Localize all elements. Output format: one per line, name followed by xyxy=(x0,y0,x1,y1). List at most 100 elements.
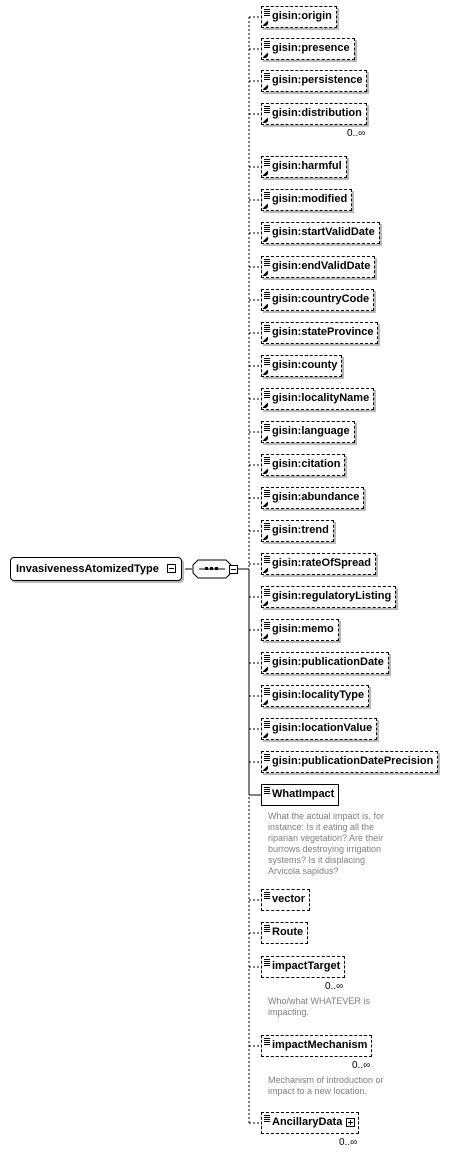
element-gisin-endvaliddate[interactable]: gisin:endValidDate xyxy=(261,256,376,278)
element-gisin-trend[interactable]: gisin:trend xyxy=(261,520,334,542)
element-gisin-locationvalue[interactable]: gisin:locationValue xyxy=(261,718,378,740)
element-label: gisin:language xyxy=(272,425,350,437)
root-type-label: InvasivenessAtomizedType xyxy=(16,563,159,575)
element-label: gisin:rateOfSpread xyxy=(272,557,372,569)
expand-plus-icon[interactable] xyxy=(346,1118,356,1127)
element-gisin-memo[interactable]: gisin:memo xyxy=(261,619,339,641)
reference-arrow-icon xyxy=(263,337,268,342)
element-lines-icon xyxy=(264,73,270,81)
element-lines-icon xyxy=(264,325,270,333)
element-lines-icon xyxy=(264,391,270,399)
element-label: AncillaryData xyxy=(272,1116,343,1128)
element-label: gisin:memo xyxy=(272,623,334,635)
element-gisin-publicationdateprecision[interactable]: gisin:publicationDatePrecision xyxy=(261,751,439,773)
element-lines-icon xyxy=(264,106,270,114)
element-lines-icon xyxy=(264,490,270,498)
element-lines-icon xyxy=(264,225,270,233)
element-lines-icon xyxy=(264,622,270,630)
element-lines-icon xyxy=(264,159,270,167)
element-gisin-harmful[interactable]: gisin:harmful xyxy=(261,156,347,178)
reference-arrow-icon xyxy=(263,601,268,606)
reference-arrow-icon xyxy=(263,766,268,771)
reference-arrow-icon xyxy=(263,667,268,672)
element-vector[interactable]: vector xyxy=(261,889,311,911)
element-gisin-startvaliddate[interactable]: gisin:startValidDate xyxy=(261,222,380,244)
element-label: gisin:regulatoryListing xyxy=(272,590,392,602)
element-label: gisin:localityName xyxy=(272,392,370,404)
element-label: impactMechanism xyxy=(272,1039,368,1051)
element-label: gisin:modified xyxy=(272,193,348,205)
element-lines-icon xyxy=(264,424,270,432)
element-label: gisin:stateProvince xyxy=(272,326,374,338)
reference-arrow-icon xyxy=(263,535,268,540)
element-label: impactTarget xyxy=(272,960,341,972)
element-label: gisin:harmful xyxy=(272,160,342,172)
element-gisin-localityname[interactable]: gisin:localityName xyxy=(261,388,375,410)
element-gisin-persistence[interactable]: gisin:persistence xyxy=(261,70,368,92)
element-lines-icon xyxy=(264,556,270,564)
sequence-icon xyxy=(192,559,232,579)
element-label: gisin:endValidDate xyxy=(272,260,371,272)
cardinality-label: 0..∞ xyxy=(347,128,366,139)
element-whatimpact[interactable]: WhatImpact xyxy=(261,784,340,806)
element-lines-icon xyxy=(264,523,270,531)
documentation-text: Mechanism of introduction or impact to a… xyxy=(268,1075,384,1096)
element-gisin-countrycode[interactable]: gisin:countryCode xyxy=(261,289,375,311)
element-label: gisin:trend xyxy=(272,524,329,536)
element-label: gisin:county xyxy=(272,359,338,371)
root-type-box[interactable]: InvasivenessAtomizedType xyxy=(10,557,182,581)
element-ancillarydata[interactable]: AncillaryData xyxy=(261,1112,360,1134)
documentation-text: Who/what WHATEVER is impacting. xyxy=(268,996,370,1017)
element-gisin-rateofspread[interactable]: gisin:rateOfSpread xyxy=(261,553,377,575)
element-label: gisin:publicationDatePrecision xyxy=(272,755,434,767)
reference-arrow-icon xyxy=(263,85,268,90)
element-gisin-origin[interactable]: gisin:origin xyxy=(261,6,337,28)
sequence-collapse-icon[interactable] xyxy=(229,565,238,574)
element-lines-icon xyxy=(264,754,270,762)
reference-arrow-icon xyxy=(263,237,268,242)
reference-arrow-icon xyxy=(263,733,268,738)
reference-arrow-icon xyxy=(263,21,268,26)
element-label: vector xyxy=(272,893,306,905)
element-label: gisin:locationValue xyxy=(272,722,373,734)
element-impacttarget[interactable]: impactTarget xyxy=(261,956,350,982)
reference-arrow-icon xyxy=(263,171,268,176)
element-lines-icon xyxy=(264,925,270,933)
reference-arrow-icon xyxy=(263,370,268,375)
element-gisin-modified[interactable]: gisin:modified xyxy=(261,189,353,211)
element-gisin-stateprovince[interactable]: gisin:stateProvince xyxy=(261,322,379,344)
element-lines-icon xyxy=(264,688,270,696)
element-label: gisin:publicationDate xyxy=(272,656,384,668)
sequence-compositor[interactable] xyxy=(192,559,232,579)
element-lines-icon xyxy=(264,655,270,663)
reference-arrow-icon xyxy=(263,436,268,441)
element-gisin-abundance[interactable]: gisin:abundance xyxy=(261,487,365,509)
element-label: gisin:origin xyxy=(272,10,332,22)
element-gisin-regulatorylisting[interactable]: gisin:regulatoryListing xyxy=(261,586,397,608)
element-gisin-publicationdate[interactable]: gisin:publicationDate xyxy=(261,652,389,674)
element-gisin-county[interactable]: gisin:county xyxy=(261,355,343,377)
element-label: gisin:abundance xyxy=(272,491,360,503)
element-gisin-presence[interactable]: gisin:presence xyxy=(261,38,355,60)
element-label: gisin:startValidDate xyxy=(272,226,375,238)
element-lines-icon xyxy=(264,589,270,597)
cardinality-label: 0..∞ xyxy=(325,981,344,992)
reference-arrow-icon xyxy=(263,634,268,639)
reference-arrow-icon xyxy=(263,403,268,408)
element-lines-icon xyxy=(264,1115,270,1123)
element-gisin-citation[interactable]: gisin:citation xyxy=(261,454,346,476)
element-lines-icon xyxy=(264,1038,270,1046)
element-lines-icon xyxy=(264,959,270,967)
root-collapse-icon[interactable] xyxy=(166,564,176,573)
reference-arrow-icon xyxy=(263,304,268,309)
element-label: gisin:persistence xyxy=(272,74,363,86)
reference-arrow-icon xyxy=(263,204,268,209)
element-gisin-localitytype[interactable]: gisin:localityType xyxy=(261,685,370,707)
element-gisin-distribution[interactable]: gisin:distribution xyxy=(261,103,371,129)
element-label: gisin:presence xyxy=(272,42,350,54)
element-lines-icon xyxy=(264,41,270,49)
element-gisin-language[interactable]: gisin:language xyxy=(261,421,355,443)
element-route[interactable]: Route xyxy=(261,922,309,944)
element-impactmechanism[interactable]: impactMechanism xyxy=(261,1035,377,1061)
